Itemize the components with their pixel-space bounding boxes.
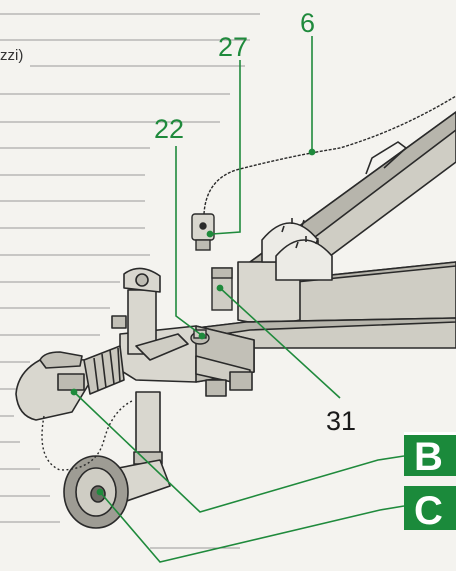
leader-31 <box>219 287 341 399</box>
trailer-frame <box>119 111 456 397</box>
callout-22: 22 <box>154 114 184 144</box>
jockey-lower-tube <box>135 391 161 463</box>
leader-c <box>99 491 405 563</box>
ruled-lines <box>0 13 260 549</box>
electric-cable <box>203 95 456 215</box>
brake-lever <box>135 333 189 361</box>
callout-6: 6 <box>300 8 315 38</box>
badge-c: C <box>404 486 456 533</box>
leader-lines <box>70 36 405 563</box>
leader-27 <box>211 60 241 235</box>
hitch-head <box>15 333 189 421</box>
leader-b <box>73 391 405 513</box>
leader-22 <box>175 146 201 335</box>
badge-b-label: B <box>414 435 443 479</box>
callout-27: 27 <box>218 32 248 62</box>
breakaway-cable <box>41 399 135 471</box>
badge-c-label: C <box>414 489 443 533</box>
badge-b: B <box>404 432 456 479</box>
dial-plate-front <box>275 239 333 281</box>
text-fragment: zzi) <box>0 47 23 64</box>
callout-31: 31 <box>326 406 356 436</box>
